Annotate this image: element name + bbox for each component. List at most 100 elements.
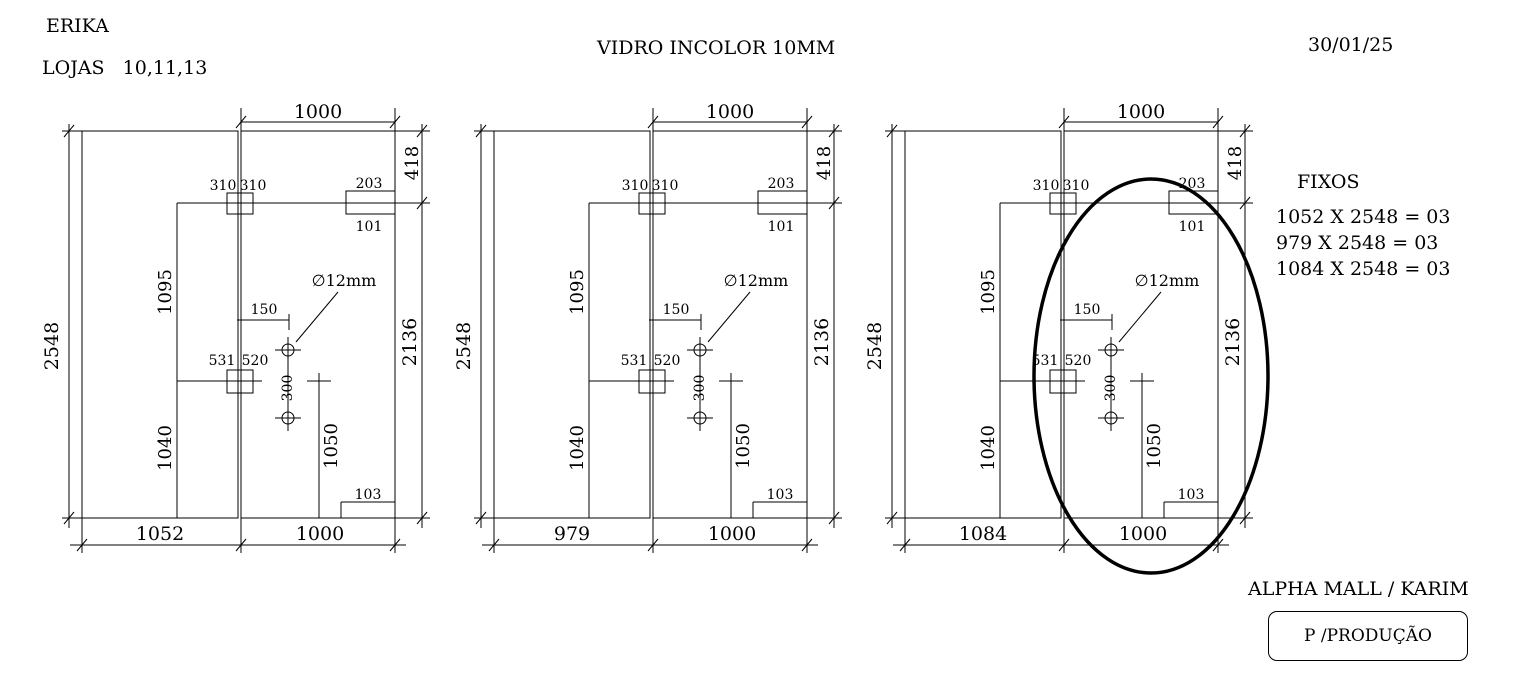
upper-patch-a-label: 310 xyxy=(210,178,237,194)
handle-height-label: 1050 xyxy=(321,423,342,469)
door-glass-outline xyxy=(1063,130,1219,519)
lower-handle-height-label: 1040 xyxy=(155,425,176,471)
material-title: VIDRO INCOLOR 10MM xyxy=(597,37,836,59)
fixed-width-label: 1084 xyxy=(959,523,1007,545)
upper-patch-a-label: 310 xyxy=(1033,178,1060,194)
fixed-glass-outline xyxy=(493,130,651,519)
upper-patch-a-label: 310 xyxy=(622,178,649,194)
lower-patch-b-label: 520 xyxy=(654,353,681,369)
tick xyxy=(63,511,75,525)
tick xyxy=(475,511,487,525)
client-name: ERIKA xyxy=(46,15,109,37)
tick xyxy=(801,538,813,552)
upper-handle-height-label: 1095 xyxy=(155,269,176,315)
lower-patch-fitting xyxy=(226,369,254,394)
door-glass-outline xyxy=(652,130,808,519)
top-height-label: 418 xyxy=(1225,146,1246,180)
tick xyxy=(235,538,247,552)
lower-patch-a-label: 531 xyxy=(209,353,236,369)
lock-bottom-label: 101 xyxy=(768,219,795,235)
store-list: LOJAS 10,11,13 xyxy=(42,57,208,79)
tick xyxy=(76,538,88,552)
upper-handle-height-label: 1095 xyxy=(978,269,999,315)
tick xyxy=(389,115,401,129)
fixed-summary-line-3: 1084 X 2548 = 03 xyxy=(1276,258,1451,280)
tick xyxy=(886,511,898,525)
top-width-label: 1000 xyxy=(294,101,342,123)
lock-top-label: 203 xyxy=(356,176,383,192)
hole-offset-label: 150 xyxy=(251,302,278,318)
hole-diameter-label: ∅12mm xyxy=(1135,271,1200,290)
fixed-width-label: 1052 xyxy=(136,523,184,545)
lower-handle-height-label: 1040 xyxy=(567,425,588,471)
total-height-label: 2548 xyxy=(453,322,475,370)
lower-patch-fitting xyxy=(638,369,666,394)
bottom-patch-label: 103 xyxy=(355,487,382,503)
upper-handle-height-label: 1095 xyxy=(567,269,588,315)
door-width-label: 1000 xyxy=(708,523,756,545)
tick xyxy=(1058,538,1070,552)
lock-fitting xyxy=(345,190,396,215)
hole-diameter-label: ∅12mm xyxy=(724,271,789,290)
tick xyxy=(1239,124,1251,138)
diameter-leader xyxy=(1118,291,1162,343)
top-width-label: 1000 xyxy=(1117,101,1165,123)
fixed-width-label: 979 xyxy=(554,523,590,545)
door-width-label: 1000 xyxy=(296,523,344,545)
hole-offset-label: 150 xyxy=(663,302,690,318)
hole-offset-label: 150 xyxy=(1074,302,1101,318)
door-width-label: 1000 xyxy=(1119,523,1167,545)
door-height-label: 2136 xyxy=(1222,318,1244,366)
top-width-label: 1000 xyxy=(706,101,754,123)
door-glass-outline xyxy=(240,130,396,519)
bottom-patch-label: 103 xyxy=(767,487,794,503)
top-height-label: 418 xyxy=(402,146,423,180)
upper-patch-b-label: 310 xyxy=(1063,178,1090,194)
handle-height-label: 1050 xyxy=(733,423,754,469)
lower-patch-a-label: 531 xyxy=(621,353,648,369)
upper-patch-b-label: 310 xyxy=(652,178,679,194)
tick xyxy=(899,538,911,552)
hole-spacing-label: 300 xyxy=(692,375,708,402)
tick xyxy=(801,115,813,129)
lock-fitting xyxy=(757,190,808,215)
lower-patch-b-label: 520 xyxy=(242,353,269,369)
lower-handle-height-label: 1040 xyxy=(978,425,999,471)
hole-diameter-label: ∅12mm xyxy=(312,271,377,290)
tick xyxy=(1212,115,1224,129)
fixed-glass-outline xyxy=(81,130,239,519)
tick xyxy=(647,538,659,552)
highlight-circle xyxy=(1032,177,1270,575)
total-height-label: 2548 xyxy=(41,322,63,370)
hole-spacing-label: 300 xyxy=(1103,375,1119,402)
lock-bottom-label: 101 xyxy=(356,219,383,235)
diameter-leader xyxy=(707,291,751,343)
door-height-label: 2136 xyxy=(399,318,421,366)
lower-patch-a-label: 531 xyxy=(1032,353,1059,369)
fixed-summary-line-2: 979 X 2548 = 03 xyxy=(1276,232,1439,254)
tick xyxy=(475,124,487,138)
tick xyxy=(886,124,898,138)
handle-height-label: 1050 xyxy=(1144,423,1165,469)
tick xyxy=(1239,196,1251,210)
lock-bottom-label: 101 xyxy=(1179,219,1206,235)
hole-spacing-label: 300 xyxy=(280,375,296,402)
lower-patch-b-label: 520 xyxy=(1065,353,1092,369)
tick xyxy=(828,124,840,138)
lock-top-label: 203 xyxy=(768,176,795,192)
tick xyxy=(1058,115,1070,129)
production-stamp: P /PRODUÇÃO xyxy=(1268,611,1468,661)
tick xyxy=(828,511,840,525)
upper-patch-b-label: 310 xyxy=(240,178,267,194)
tick xyxy=(416,196,428,210)
tick xyxy=(1239,511,1251,525)
tick xyxy=(389,538,401,552)
tick xyxy=(63,124,75,138)
upper-patch-fitting xyxy=(638,192,666,215)
fixed-summary-title: FIXOS xyxy=(1297,171,1360,193)
diameter-leader xyxy=(295,291,339,343)
